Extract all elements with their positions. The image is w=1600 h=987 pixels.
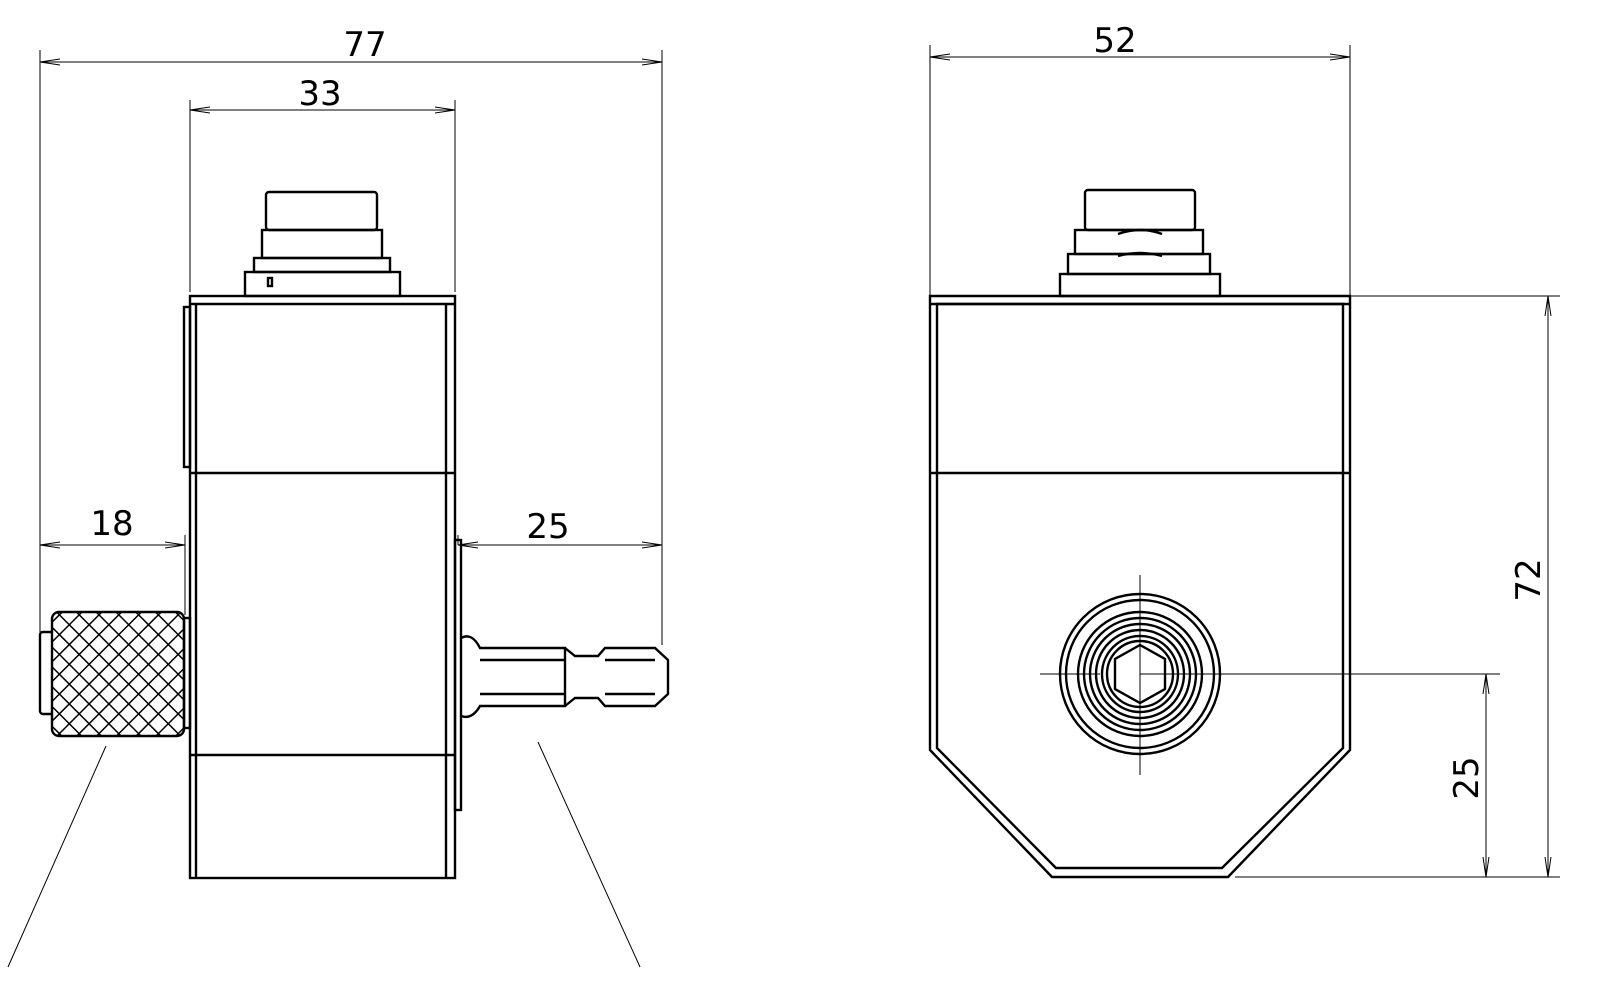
- dim-overall-width-label: 77: [343, 25, 386, 65]
- dim-front-height-label: 72: [1509, 558, 1549, 601]
- top-nut: [1058, 188, 1222, 298]
- leader-line: [7, 745, 107, 968]
- dim-bore-height-label: 25: [1447, 756, 1487, 799]
- bore-socket: [1040, 575, 1222, 775]
- top-connector: [243, 190, 402, 298]
- hex-bit: [460, 635, 670, 719]
- dim-bit-length-label: 25: [526, 507, 569, 547]
- dim-front-width-label: 52: [1093, 21, 1136, 61]
- dim-body-width-label: 33: [298, 74, 341, 114]
- dim-knob-length-label: 18: [90, 504, 133, 544]
- hex-socket-icon: [1113, 643, 1167, 705]
- leader-line: [537, 741, 641, 968]
- front-view: 52 72 25: [928, 21, 1560, 879]
- front-body: [928, 294, 1352, 879]
- side-body: [182, 294, 463, 880]
- side-view: 77 33 18 25: [7, 25, 670, 968]
- knurled-knob: [38, 610, 192, 738]
